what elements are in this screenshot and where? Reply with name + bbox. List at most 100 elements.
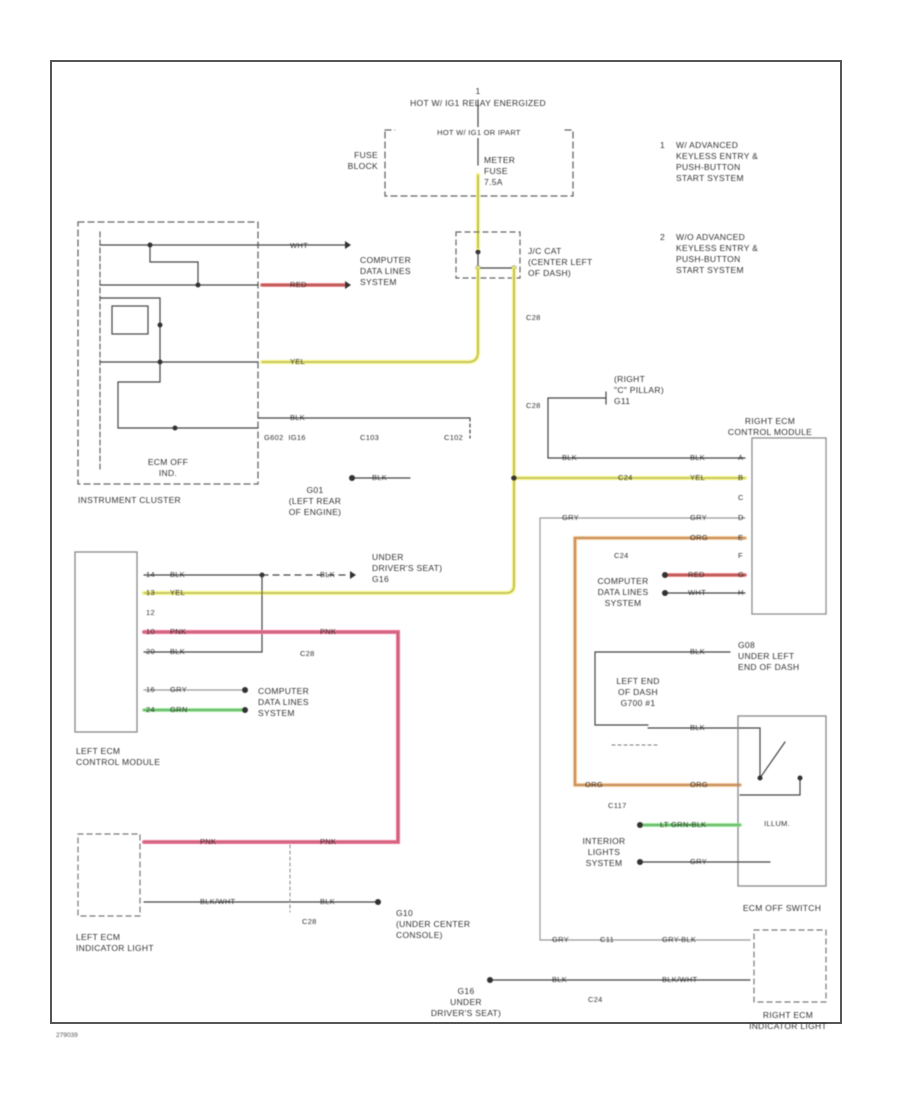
wire-label-blk-wht-1: BLK/WHT [662, 975, 698, 984]
wire-label-blk-8: BLK [320, 570, 336, 579]
connector-c102: C102 [444, 433, 464, 442]
computer-data-lines-2: COMPUTER DATA LINES SYSTEM [597, 576, 649, 608]
interior-lights-label: INTERIOR LIGHTS SYSTEM [582, 836, 626, 868]
right-ecm-pin-e: E [738, 533, 744, 542]
wire-label-wht-1: WHT [290, 241, 308, 250]
wire-label-wht-2: WHT [688, 588, 706, 597]
wire-label-blk-9: BLK [170, 570, 186, 579]
relay-number: 1 [475, 86, 481, 96]
left-ecm-box [74, 551, 138, 733]
computer-data-lines-3: COMPUTER DATA LINES SYSTEM [258, 686, 310, 718]
right-ecm-pin-g: G [738, 570, 745, 579]
wire-label-yel-2: YEL [690, 473, 706, 482]
wire-label-blk-5: BLK [690, 647, 706, 656]
left-ecm-pin-24: 24 [146, 705, 155, 714]
right-ecm-pin-b: B [738, 473, 744, 482]
note-1-number: 1 [660, 140, 666, 150]
wire-label-yel-1: YEL [290, 357, 306, 366]
connector-c24b: C24 [614, 551, 629, 560]
wire-label-blk-11: BLK [320, 897, 336, 906]
connector-c103: C103 [360, 433, 380, 442]
left-indicator-box [77, 833, 141, 917]
g01-label: G01 (LEFT REAR OF ENGINE) [288, 485, 342, 517]
wire-label-blk-6: BLK [690, 723, 706, 732]
wire-yellow-main [142, 266, 516, 595]
footer-figure-id: 279039 [56, 1032, 78, 1039]
wire-label-gry-1: GRY [562, 513, 580, 522]
left-ecm-pin-12: 12 [146, 608, 155, 617]
connector-c24c: C24 [588, 995, 603, 1004]
right-ecm-pin-h: H [738, 588, 744, 597]
jc-label: J/C CAT (CENTER LEFT OF DASH) [528, 246, 593, 278]
connector-c28d: C28 [302, 917, 317, 926]
cluster-switch-label: ECM OFF IND. [147, 457, 189, 478]
left-ecm-pin-13: 13 [146, 588, 155, 597]
instrument-cluster-label: INSTRUMENT CLUSTER [78, 495, 182, 505]
right-ecm-label: RIGHT ECM CONTROL MODULE [727, 416, 813, 437]
left-ecm-pin-20: 20 [146, 647, 155, 656]
wire-label-org-2: ORG [585, 780, 603, 789]
ecm-off-switch-label: ECM OFF SWITCH [742, 903, 822, 913]
meter-fuse-label: METER FUSE 7.5A [484, 155, 516, 187]
wire-label-yel-3: YEL [170, 588, 186, 597]
jc-box [455, 231, 521, 279]
connector-c117: C117 [608, 801, 627, 810]
g16b-label: G16 UNDER DRIVER'S SEAT) [430, 986, 502, 1018]
under-driver-seat-label: UNDER DRIVER'S SEAT) G16 [372, 552, 443, 584]
note-1-text: W/ ADVANCED KEYLESS ENTRY & PUSH-BUTTON … [676, 140, 759, 183]
note-2-number: 2 [660, 232, 666, 242]
wire-label-pnk-3: PNK [200, 837, 217, 846]
left-ecm-pin-10: 10 [146, 627, 155, 636]
left-ecm-pin-16: 16 [146, 685, 155, 694]
wire-label-pnk-1: PNK [170, 627, 187, 636]
switch-illum-label: ILLUM. [764, 819, 790, 828]
connector-c24a: C24 [618, 473, 633, 482]
left-end-dash-label: LEFT END OF DASH G700 #1 [616, 676, 660, 708]
right-ecm-box [751, 437, 827, 615]
wire-label-grn: GRN [170, 705, 188, 714]
relay-title: HOT W/ IG1 RELAY ENERGIZED [410, 98, 546, 108]
left-ecm-label: LEFT ECM CONTROL MODULE [76, 746, 161, 767]
right-indicator-label: RIGHT ECM INDICATOR LIGHT [749, 1010, 827, 1031]
g10-label: G10 (UNDER CENTER CONSOLE) [396, 908, 471, 940]
wire-label-blk-1: BLK [290, 413, 306, 422]
connector-c28c: C28 [300, 649, 315, 658]
wire-label-blk-7: BLK [552, 975, 568, 984]
wire-label-org-3: ORG [690, 780, 708, 789]
diagram-frame [50, 60, 842, 1024]
wire-label-blk-10: BLK [170, 647, 186, 656]
left-ecm-pin-14: 14 [146, 570, 155, 579]
wire-label-pnk-2: PNK [320, 627, 337, 636]
instrument-cluster-box [77, 221, 259, 485]
connector-c11: C11 [600, 935, 615, 944]
g08-label: G08 UNDER LEFT END OF DASH [738, 640, 800, 672]
wire-label-ltgrn-blk: LT GRN-BLK [660, 820, 707, 829]
wire-label-gry-3: GRY [690, 857, 708, 866]
wire-label-gry-blk: GRY-BLK [662, 935, 697, 944]
wire-label-org-1: ORG [690, 533, 708, 542]
wire-label-red-1: RED [290, 280, 307, 289]
fuse-block-header: HOT W/ IG1 OR IPART [395, 127, 563, 138]
right-indicator-box [753, 929, 827, 1003]
fuse-block-label: FUSE BLOCK [347, 150, 378, 171]
wire-label-blk-3: BLK [562, 453, 578, 462]
wire-label-gry-5: GRY [170, 685, 188, 694]
left-indicator-label: LEFT ECM INDICATOR LIGHT [76, 932, 154, 953]
wire-label-gry-2: GRY [690, 513, 708, 522]
right-pillar-label: (RIGHT "C" PILLAR) G11 [614, 374, 664, 406]
right-ecm-pin-a: A [738, 453, 744, 462]
wire-label-blk-2: BLK [372, 473, 388, 482]
ecm-off-switch-box [737, 715, 827, 887]
wire-label-blk-wht-2: BLK/WHT [200, 897, 236, 906]
wire-label-red-2: RED [688, 570, 705, 579]
right-ecm-pin-d: D [738, 513, 744, 522]
right-ecm-pin-c: C [738, 493, 744, 502]
wire-label-blk-4: BLK [690, 453, 706, 462]
wire-label-gry-4: GRY [552, 935, 570, 944]
connector-c28a: C28 [526, 313, 541, 322]
wire-pink [142, 630, 400, 844]
wire-label-pnk-4: PNK [320, 837, 337, 846]
right-ecm-pin-f: F [738, 551, 743, 560]
note-2-text: W/O ADVANCED KEYLESS ENTRY & PUSH-BUTTON… [676, 232, 759, 275]
